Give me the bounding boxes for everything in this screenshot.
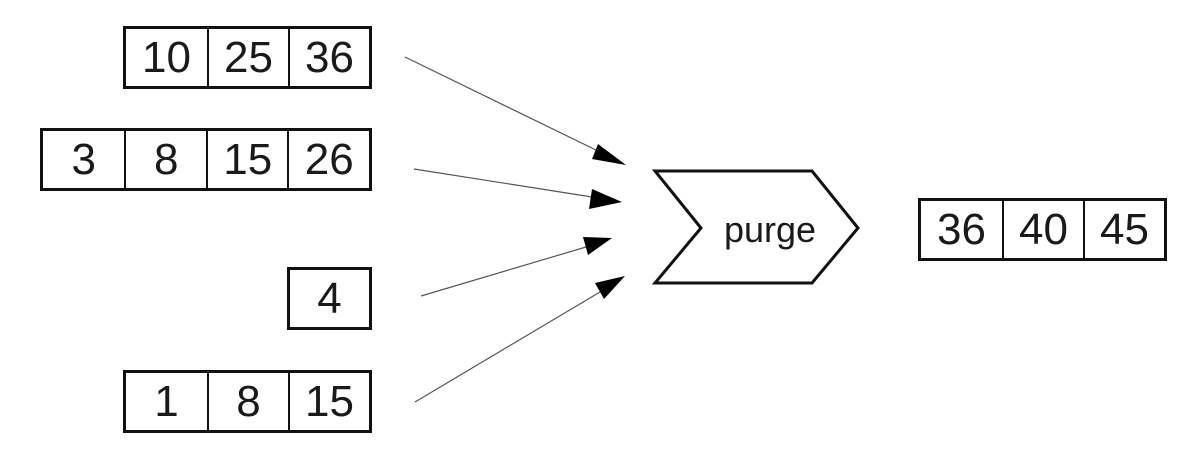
array-cell: 36 bbox=[937, 204, 986, 254]
input-array-3: 4 bbox=[287, 267, 372, 330]
array-cell: 36 bbox=[288, 29, 369, 86]
purge-process-shape bbox=[651, 169, 860, 285]
array-cell: 10 bbox=[142, 32, 191, 82]
input-array-2: 3 8 15 26 bbox=[40, 128, 372, 191]
output-array: 36 40 45 bbox=[918, 198, 1167, 261]
input-array-4: 1 8 15 bbox=[123, 370, 372, 433]
array-cell: 25 bbox=[206, 29, 288, 86]
array-cell: 15 bbox=[205, 131, 288, 188]
array-cell: 45 bbox=[1083, 201, 1164, 258]
arrow-from-array-3 bbox=[420, 237, 612, 297]
array-cell: 1 bbox=[154, 376, 179, 426]
arrow-from-array-2 bbox=[413, 168, 622, 209]
array-cell: 26 bbox=[287, 131, 369, 188]
array-cell: 3 bbox=[71, 134, 96, 184]
input-array-1: 10 25 36 bbox=[123, 26, 372, 89]
purge-label: purge bbox=[723, 209, 817, 250]
arrow-from-array-4 bbox=[414, 276, 625, 403]
array-cell: 8 bbox=[206, 373, 288, 430]
array-cell: 40 bbox=[1001, 201, 1083, 258]
array-cell: 15 bbox=[288, 373, 369, 430]
array-cell: 8 bbox=[124, 131, 206, 188]
array-cell: 4 bbox=[317, 273, 342, 323]
arrow-from-array-1 bbox=[404, 56, 626, 165]
